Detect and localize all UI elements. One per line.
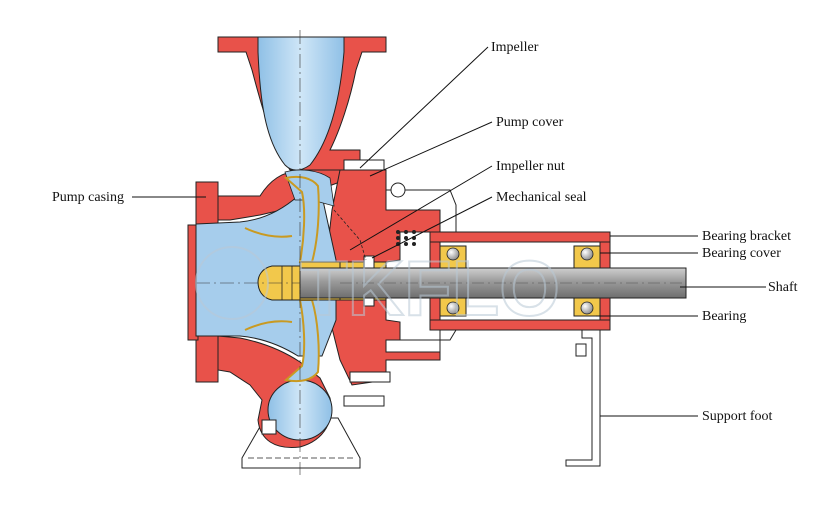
shaft xyxy=(299,267,687,299)
watermark-logo xyxy=(195,246,269,320)
label-impeller-nut: Impeller nut xyxy=(496,159,565,174)
label-bearing-cover: Bearing cover xyxy=(702,246,781,261)
bolt xyxy=(343,159,385,171)
leader-mechanical-seal xyxy=(371,196,493,259)
leader-pump-cover xyxy=(369,121,493,177)
bearing-ball xyxy=(580,301,594,315)
part-labels: Impeller Pump cover Impeller nut Mechani… xyxy=(52,40,798,424)
label-pump-casing: Pump casing xyxy=(52,190,124,205)
label-shaft: Shaft xyxy=(768,280,798,295)
label-impeller: Impeller xyxy=(491,40,539,55)
support-foot xyxy=(565,329,601,467)
lifting-eye xyxy=(390,182,406,198)
watermark-text: TKFLO xyxy=(300,244,560,332)
leader-impeller xyxy=(359,46,489,169)
leader-lines xyxy=(132,46,766,417)
leader-impeller-nut xyxy=(349,165,493,251)
bearing-ball xyxy=(580,247,594,261)
bearing-ball xyxy=(446,247,460,261)
bearing-ball xyxy=(446,301,460,315)
label-bearing: Bearing xyxy=(702,309,746,324)
label-pump-cover: Pump cover xyxy=(496,115,564,130)
label-mechanical-seal: Mechanical seal xyxy=(496,190,587,205)
label-bearing-bracket: Bearing bracket xyxy=(702,229,791,244)
label-support-foot: Support foot xyxy=(702,409,773,424)
bolts xyxy=(261,159,587,435)
watermark: TKFLO xyxy=(195,243,561,333)
bracket-vent-holes xyxy=(396,230,416,246)
